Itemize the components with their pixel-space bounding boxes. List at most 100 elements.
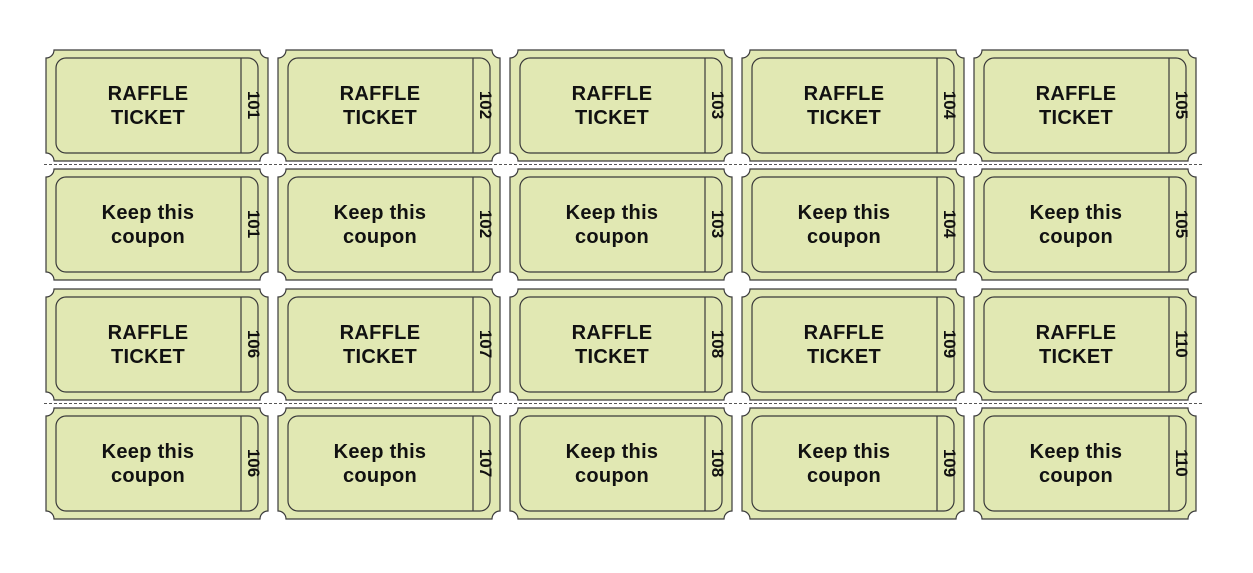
ticket-border	[45, 407, 269, 520]
ticket-inner-frame	[983, 415, 1187, 512]
ticket-title-line2: TICKET	[1038, 107, 1114, 129]
ticket-inner-frame	[983, 296, 1187, 393]
ticket-outline	[45, 49, 269, 162]
ticket-outline	[277, 168, 501, 281]
ticket-outline	[277, 49, 501, 162]
ticket-title-line2: coupon	[806, 465, 881, 487]
ticket-outline	[509, 288, 733, 401]
ticket-title-line2: TICKET	[574, 107, 650, 129]
ticket-number-text: 110	[1172, 330, 1191, 358]
ticket-number-text: 103	[708, 209, 727, 239]
ticket-title-line1: RAFFLE	[1035, 83, 1117, 105]
ticket-border	[45, 288, 269, 401]
ticket-title-line1: RAFFLE	[339, 322, 421, 344]
ticket-inner-frame	[519, 57, 723, 154]
ticket-border	[741, 168, 965, 281]
ticket-number-text: 109	[940, 448, 959, 478]
ticket-title-line2: TICKET	[806, 107, 882, 129]
ticket-inner-frame	[983, 176, 1187, 273]
ticket-border	[509, 49, 733, 162]
ticket-title-line1: RAFFLE	[571, 322, 653, 344]
ticket-border	[509, 168, 733, 281]
ticket-title-line1: Keep this	[333, 441, 427, 463]
ticket-number-text: 105	[1172, 209, 1191, 239]
ticket-number-text: 108	[708, 448, 727, 478]
ticket-number-text: 108	[708, 329, 727, 359]
perforation-line	[44, 164, 1202, 165]
ticket-title-line1: RAFFLE	[107, 83, 189, 105]
ticket-title-line1: Keep this	[565, 202, 659, 224]
ticket-border	[741, 407, 965, 520]
ticket-border	[741, 49, 965, 162]
ticket-border	[277, 168, 501, 281]
ticket-title-line2: TICKET	[342, 346, 418, 368]
ticket-title-line2: TICKET	[110, 346, 186, 368]
ticket-outline	[509, 49, 733, 162]
ticket-title-line1: Keep this	[565, 441, 659, 463]
ticket-inner-frame	[519, 415, 723, 512]
ticket-outline	[277, 407, 501, 520]
ticket-border	[509, 407, 733, 520]
ticket-number-text: 101	[244, 209, 263, 239]
ticket-title-line2: coupon	[574, 226, 649, 248]
ticket-inner-frame	[287, 176, 491, 273]
ticket-inner-frame	[751, 57, 955, 154]
ticket-outline	[973, 49, 1197, 162]
ticket-number-text: 109	[940, 329, 959, 359]
ticket-title-line1: Keep this	[333, 202, 427, 224]
ticket-border	[277, 288, 501, 401]
ticket-inner-frame	[751, 176, 955, 273]
ticket-border	[45, 168, 269, 281]
ticket-outline	[741, 168, 965, 281]
ticket-border	[741, 288, 965, 401]
ticket-outline	[973, 288, 1197, 401]
ticket-inner-frame	[55, 415, 259, 512]
ticket-outline	[45, 168, 269, 281]
ticket-inner-frame	[55, 57, 259, 154]
ticket-inner-frame	[983, 57, 1187, 154]
ticket-title-line2: coupon	[1038, 465, 1113, 487]
ticket-title-line2: coupon	[110, 226, 185, 248]
ticket-title-line1: Keep this	[797, 441, 891, 463]
ticket-number-text: 110	[1172, 449, 1191, 477]
ticket-inner-frame	[287, 415, 491, 512]
ticket-inner-frame	[55, 296, 259, 393]
ticket-title-line2: TICKET	[110, 107, 186, 129]
perforation-line	[44, 403, 1202, 404]
ticket-title-line1: Keep this	[1029, 202, 1123, 224]
ticket-inner-frame	[287, 57, 491, 154]
ticket-outline	[741, 407, 965, 520]
ticket-inner-frame	[751, 415, 955, 512]
ticket-number-text: 102	[476, 90, 495, 120]
ticket-title-line2: TICKET	[1038, 346, 1114, 368]
ticket-title-line1: RAFFLE	[571, 83, 653, 105]
ticket-title-line2: coupon	[342, 465, 417, 487]
ticket-outline	[973, 168, 1197, 281]
ticket-border	[509, 288, 733, 401]
ticket-title-line2: coupon	[342, 226, 417, 248]
ticket-title-line2: TICKET	[342, 107, 418, 129]
ticket-title-line2: coupon	[1038, 226, 1113, 248]
ticket-number-text: 102	[476, 209, 495, 239]
ticket-title-line2: coupon	[110, 465, 185, 487]
ticket-border	[277, 407, 501, 520]
ticket-outline	[45, 407, 269, 520]
ticket-number-text: 106	[244, 329, 263, 359]
ticket-number-text: 107	[476, 329, 495, 359]
ticket-number-text: 101	[244, 90, 263, 120]
